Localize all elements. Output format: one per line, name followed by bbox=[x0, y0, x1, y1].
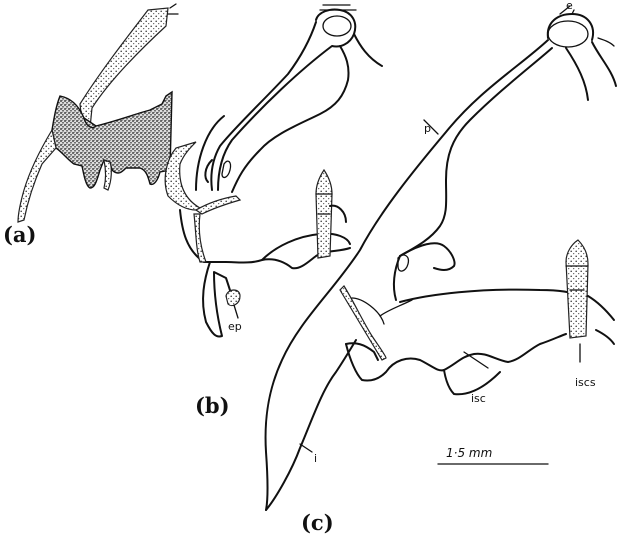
panel-a-label: (a) bbox=[3, 222, 36, 247]
label-i: i bbox=[314, 452, 317, 465]
label-e: e bbox=[566, 0, 573, 12]
panel-b-drawing bbox=[165, 5, 382, 336]
label-ep: ep bbox=[228, 320, 242, 333]
panel-c-label: (c) bbox=[301, 510, 334, 535]
panel-a-drawing bbox=[18, 4, 178, 222]
panel-b-label: (b) bbox=[195, 393, 230, 418]
label-iscs: iscs bbox=[575, 376, 596, 389]
label-p: p bbox=[424, 122, 431, 135]
label-isc: isc bbox=[471, 392, 486, 405]
scale-bar-label: 1·5 mm bbox=[446, 446, 492, 460]
